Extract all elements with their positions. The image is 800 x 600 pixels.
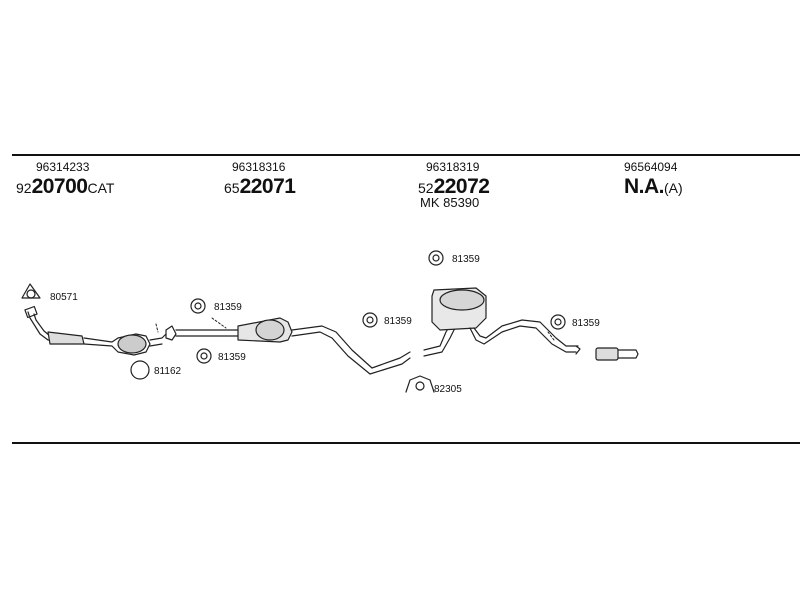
- col3-code-prefix: 52: [418, 180, 434, 196]
- col1-code-suffix: CAT: [87, 180, 115, 196]
- clamp-81359-icon-b: [196, 348, 212, 364]
- col3-ref-number: 96318319: [426, 160, 480, 174]
- clamp-81359-icon-d: [428, 250, 444, 266]
- gasket-80571-icon: [21, 283, 41, 299]
- label-82305: 82305: [434, 384, 462, 395]
- bottom-divider: [12, 442, 800, 444]
- label-81359-d: 81359: [452, 254, 480, 265]
- col2-part-code: 6522071: [224, 175, 296, 199]
- label-81359-c: 81359: [384, 316, 412, 327]
- col2-code-main: 22071: [239, 175, 296, 198]
- hanger-rods: [155, 317, 555, 341]
- col1-part-code: 9220700CAT: [16, 175, 114, 199]
- col2-code-prefix: 65: [224, 180, 240, 196]
- label-81162: 81162: [154, 366, 182, 377]
- ring-81162-icon: [130, 360, 150, 380]
- top-divider: [12, 154, 800, 156]
- col3-extra-code: MK 85390: [420, 195, 480, 210]
- hanger-82305-icon: [405, 375, 435, 393]
- front-pipe-with-catalyst: [24, 305, 167, 356]
- col4-ref-number: 96564094: [624, 160, 678, 174]
- clamp-81359-icon-a: [190, 298, 206, 314]
- label-81359-a: 81359: [214, 302, 242, 313]
- intermediate-pipe-with-resonator: [165, 317, 411, 375]
- label-81359-e: 81359: [572, 318, 600, 329]
- tail-pipe-trim: [595, 347, 639, 361]
- label-80571: 80571: [50, 292, 78, 303]
- label-81359-b: 81359: [218, 352, 246, 363]
- col4-code-main: N.A.: [624, 175, 665, 198]
- clamp-81359-icon-c: [362, 312, 378, 328]
- col3-part-code: 5222072: [418, 175, 490, 199]
- col4-code-suffix: (A): [664, 180, 683, 196]
- clamp-81359-icon-e: [550, 314, 566, 330]
- col1-ref-number: 96314233: [36, 160, 90, 174]
- col1-code-prefix: 92: [16, 180, 32, 196]
- col4-part-code: N.A.(A): [624, 175, 683, 199]
- rear-muffler-assembly: [423, 287, 581, 357]
- col2-ref-number: 96318316: [232, 160, 286, 174]
- col1-code-main: 20700: [31, 175, 88, 198]
- col3-code-main: 22072: [433, 175, 490, 198]
